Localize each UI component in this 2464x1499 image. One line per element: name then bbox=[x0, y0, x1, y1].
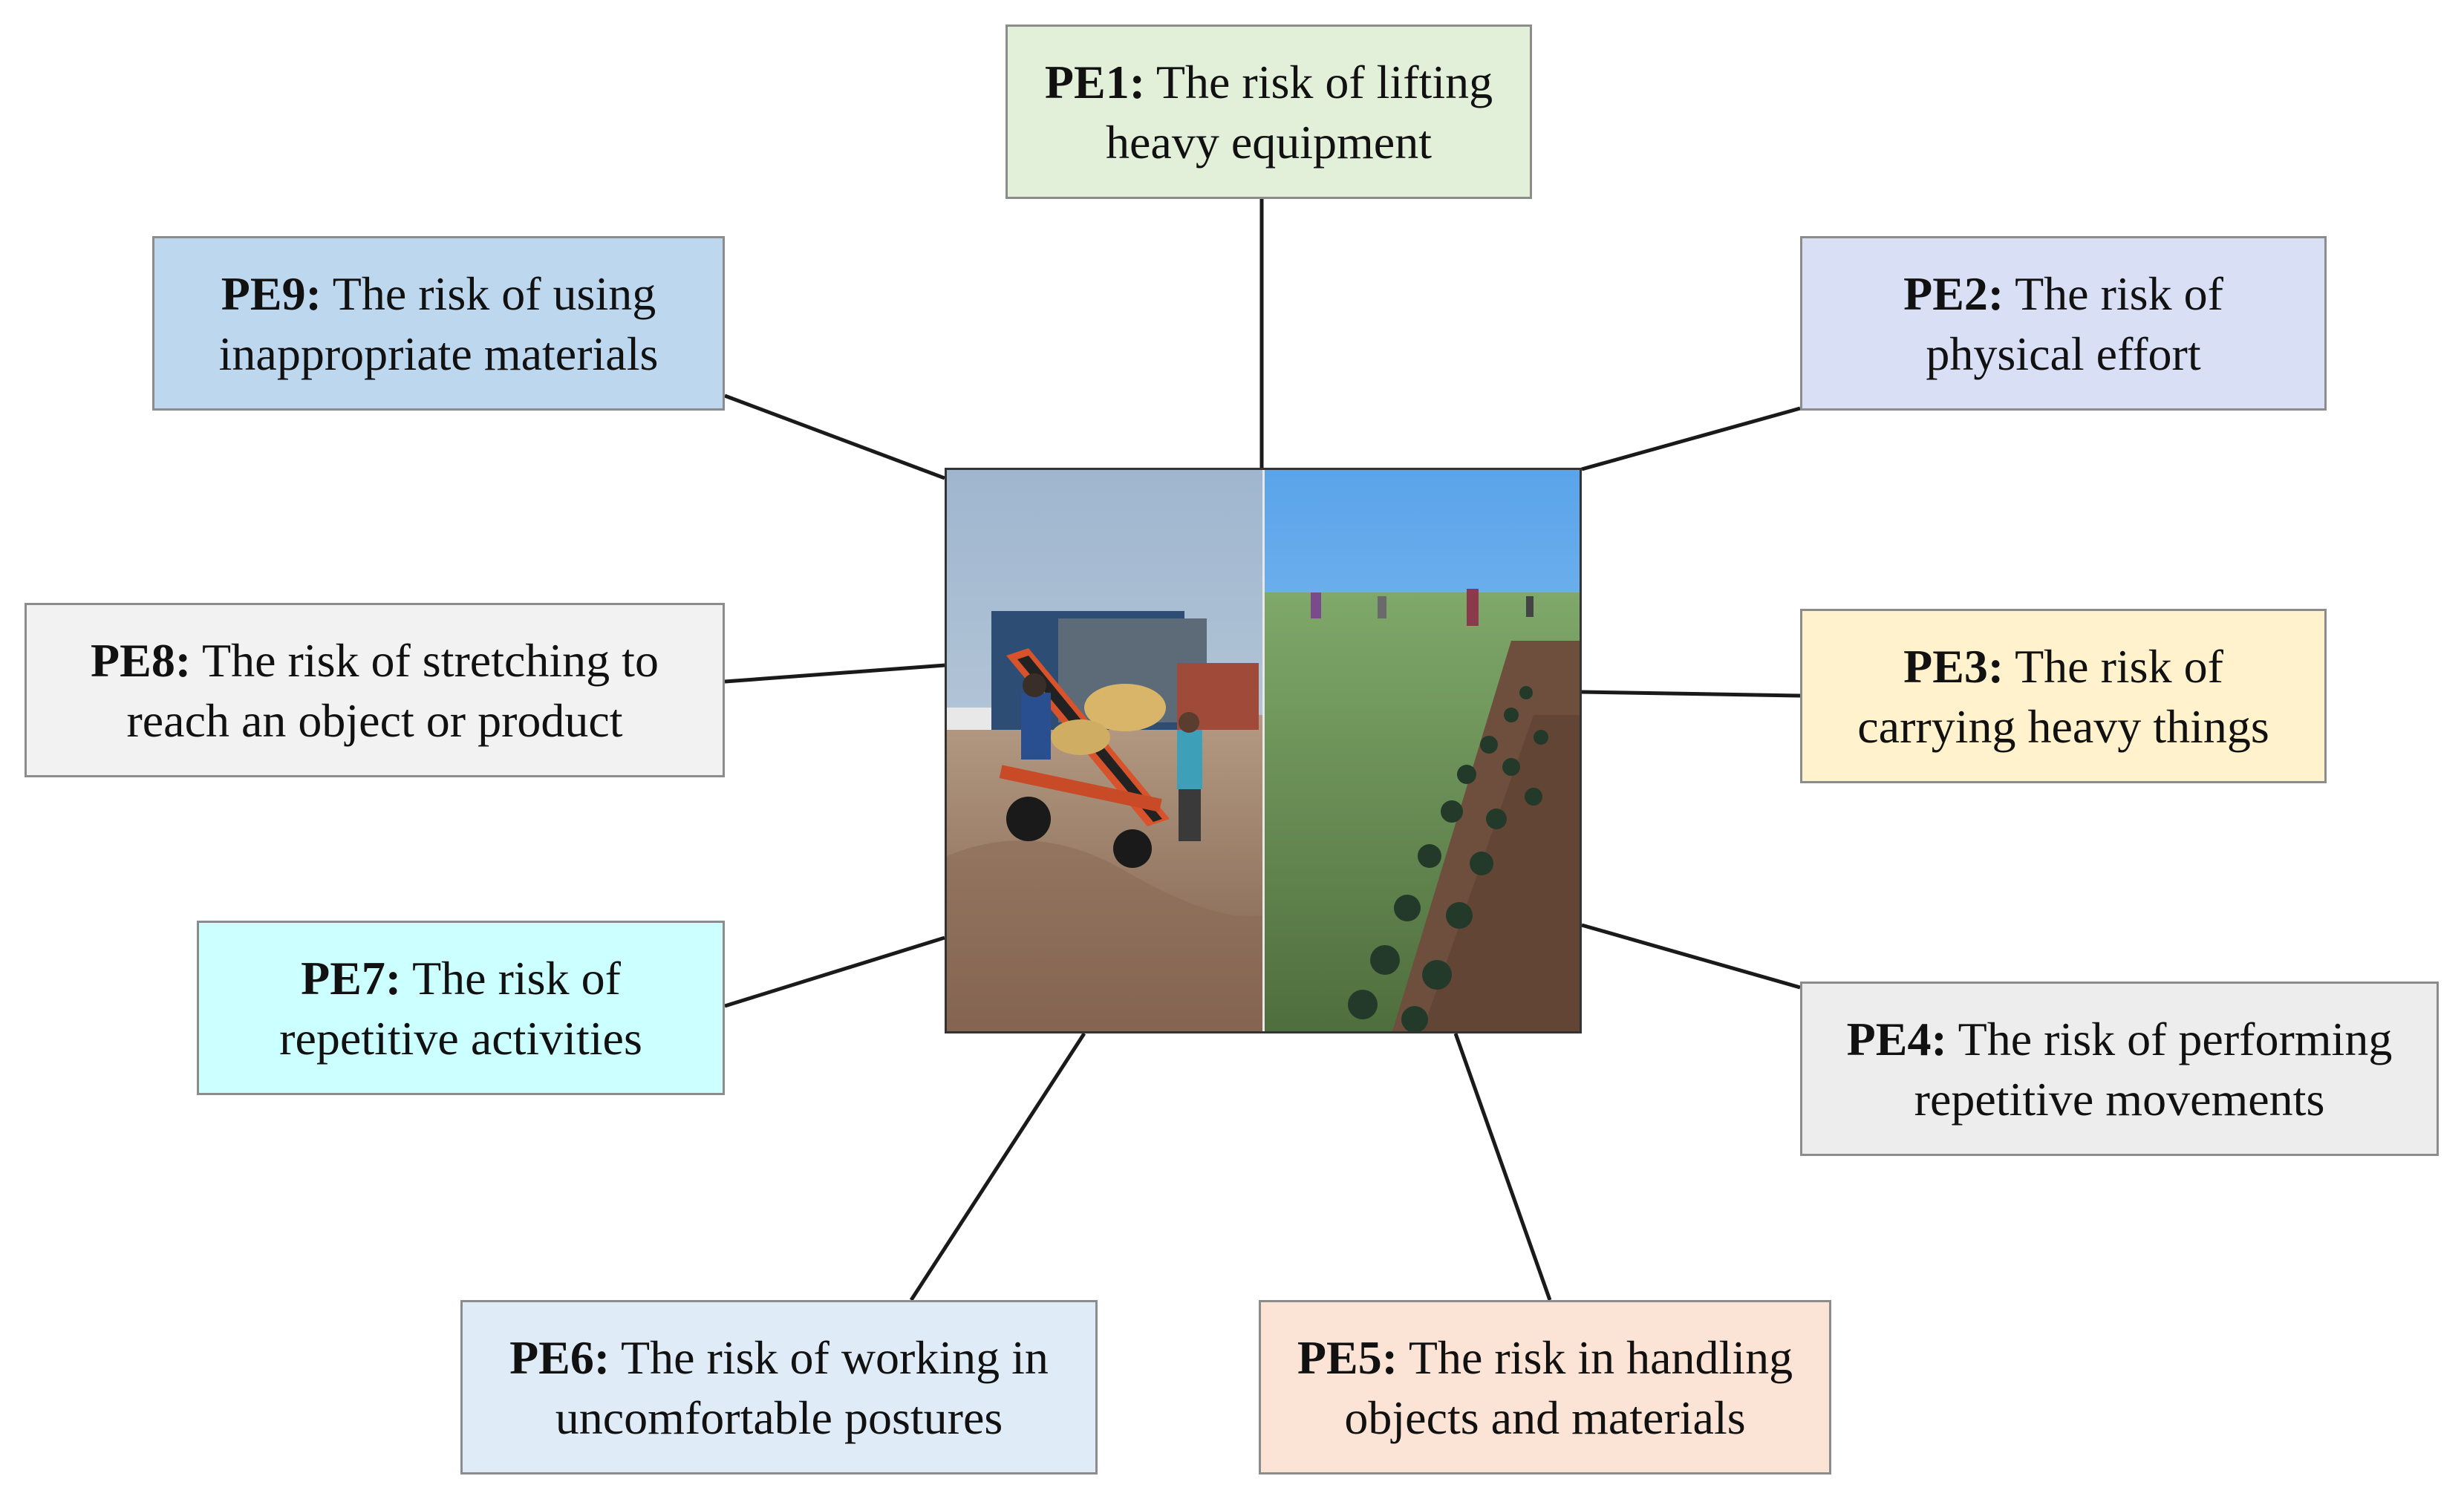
node-pe1-text-1: The risk of lifting bbox=[1156, 55, 1493, 108]
node-pe7: PE7: The risk of repetitive activities bbox=[197, 921, 725, 1095]
node-pe8: PE8: The risk of stretching to reach an o… bbox=[25, 603, 725, 777]
node-pe8-text-2: reach an object or product bbox=[126, 693, 623, 747]
node-pe1-text-2: heavy equipment bbox=[1106, 115, 1432, 169]
node-pe4-label: PE4: bbox=[1846, 1012, 1947, 1065]
node-pe5-label: PE5: bbox=[1297, 1330, 1398, 1384]
node-pe6-text-2: uncomfortable postures bbox=[555, 1391, 1003, 1444]
connector-pe5 bbox=[1453, 1033, 1552, 1301]
node-pe5: PE5: The risk in handling objects and mat… bbox=[1259, 1300, 1831, 1474]
node-pe6-text-1: The risk of working in bbox=[621, 1330, 1049, 1384]
node-pe2: PE2: The risk of physical effort bbox=[1800, 236, 2327, 411]
farm-workers-photo bbox=[945, 468, 1582, 1033]
node-pe7-label: PE7: bbox=[301, 951, 402, 1005]
connector-pe7 bbox=[724, 935, 945, 1008]
node-pe8-label: PE8: bbox=[91, 633, 192, 687]
connector-pe2 bbox=[1581, 406, 1801, 471]
node-pe5-text-1: The risk in handling bbox=[1408, 1330, 1793, 1384]
node-pe9-text-1: The risk of using bbox=[332, 267, 656, 320]
node-pe3-text-1: The risk of bbox=[2015, 639, 2223, 693]
node-pe6: PE6: The risk of working in uncomfortable… bbox=[460, 1300, 1098, 1474]
node-pe9-text-2: inappropriate materials bbox=[218, 327, 659, 380]
node-pe1-label: PE1: bbox=[1044, 55, 1145, 108]
node-pe8-text-1: The risk of stretching to bbox=[201, 633, 659, 687]
node-pe2-label: PE2: bbox=[1903, 267, 2004, 320]
node-pe1: PE1: The risk of lifting heavy equipment bbox=[1006, 25, 1532, 199]
connector-pe4 bbox=[1581, 923, 1801, 990]
node-pe5-text-2: objects and materials bbox=[1344, 1391, 1746, 1444]
photo-illustration bbox=[947, 470, 1580, 1031]
right-photo bbox=[1265, 470, 1580, 1031]
left-photo bbox=[947, 470, 1263, 1031]
node-pe9: PE9: The risk of using inappropriate mate… bbox=[152, 236, 725, 411]
node-pe6-label: PE6: bbox=[509, 1330, 610, 1384]
node-pe4: PE4: The risk of performing repetitive mo… bbox=[1800, 982, 2439, 1156]
node-pe4-text-2: repetitive movements bbox=[1914, 1072, 2325, 1126]
node-pe3: PE3: The risk of carrying heavy things bbox=[1800, 609, 2327, 783]
node-pe3-text-2: carrying heavy things bbox=[1857, 699, 2269, 753]
connector-pe9 bbox=[724, 393, 945, 480]
connector-pe3 bbox=[1581, 690, 1801, 698]
node-pe7-text-2: repetitive activities bbox=[279, 1011, 642, 1065]
node-pe4-text-1: The risk of performing bbox=[1958, 1012, 2393, 1065]
node-pe2-text-1: The risk of bbox=[2015, 267, 2223, 320]
connector-pe6 bbox=[909, 1032, 1086, 1302]
node-pe7-text-1: The risk of bbox=[412, 951, 621, 1005]
connector-pe8 bbox=[724, 663, 945, 684]
node-pe9-label: PE9: bbox=[221, 267, 322, 320]
node-pe2-text-2: physical effort bbox=[1926, 327, 2201, 380]
node-pe3-label: PE3: bbox=[1903, 639, 2004, 693]
